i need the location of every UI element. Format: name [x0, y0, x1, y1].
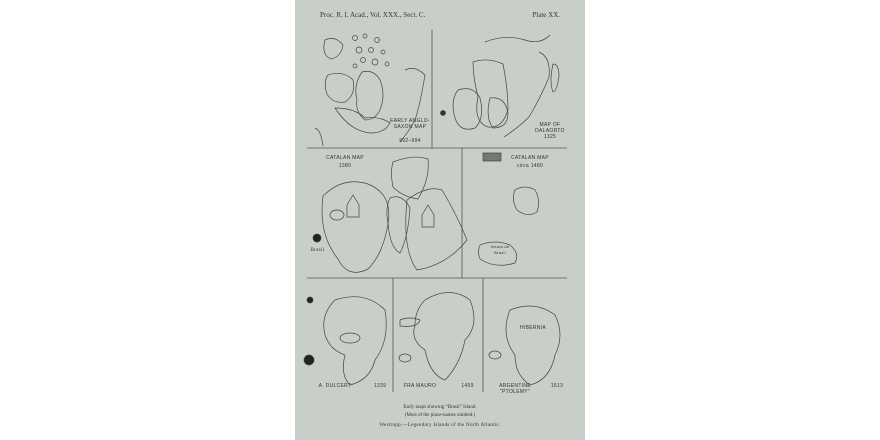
panel-title-dalaorto: MAP OF DALAORTO [535, 122, 565, 134]
anglo-saxon-map [314, 33, 426, 147]
panel-date-anglo-saxon: 992–994 [399, 138, 421, 144]
panel-dividers [307, 30, 567, 392]
maps-drawing [303, 30, 567, 392]
plate-number: Plate XX. [532, 11, 560, 19]
fra-mauro-map [398, 292, 475, 381]
islands-cluster [352, 33, 390, 69]
panel-title-catalan-1480: CATALAN MAP [511, 155, 549, 161]
panel-title-dulcert: A. DULCERT [318, 383, 352, 389]
caption-line-2: (Most of the place-names omitted.) [404, 413, 476, 418]
insula-label: Insula de Brazil [490, 244, 510, 255]
panel-date-dalaorto: 1325 [543, 134, 557, 140]
catalan-1480-map [478, 152, 539, 266]
panel-title-anglo-saxon: EARLY ANGLO-SAXON MAP [390, 118, 430, 130]
ptolemy-map [488, 305, 561, 386]
dalaorto-map [440, 34, 560, 138]
dulcert-map [303, 296, 387, 386]
journal-header: Proc. R. I. Acad., Vol. XXX., Sect. C. [320, 11, 426, 19]
catalan-1380-map [312, 156, 468, 273]
panel-title-ptolemy: ARGENTINE "PTOLEMY" [499, 383, 531, 395]
plate-page: Proc. R. I. Acad., Vol. XXX., Sect. C. P… [295, 0, 585, 440]
brasil-label: Brasil [310, 248, 325, 253]
panel-date-fra-mauro: 1459 [461, 383, 474, 389]
hibernia-label: HIBERNIA [519, 325, 546, 331]
panel-date-dulcert: 1339 [373, 383, 387, 389]
caption-line-1: Early maps showing “Brasil” Island. [403, 405, 477, 410]
panel-date-ptolemy: 1513 [550, 383, 564, 389]
panel-title-fra-mauro: FRA MAURO [403, 383, 437, 389]
caption-line-3: Westropp.—Legendary Islands of the North… [379, 423, 501, 428]
panel-title-catalan-1380: CATALAN MAP [326, 155, 364, 161]
panel-date-catalan-1380: 1380 [338, 163, 352, 169]
panel-date-catalan-1480: circa 1480 [516, 163, 544, 169]
